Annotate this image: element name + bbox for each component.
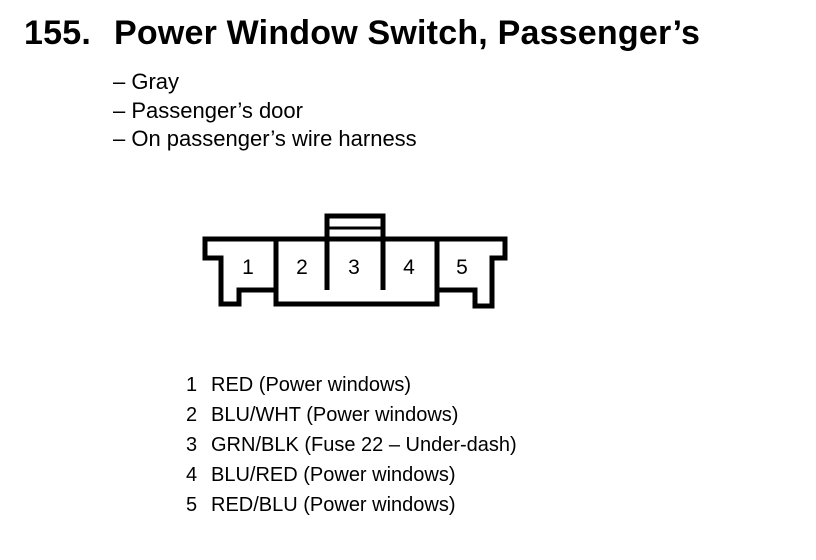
component-number: 155. [24, 14, 91, 52]
pin-description: BLU/RED (Power windows) [211, 464, 456, 486]
pin-number: 4 [186, 464, 198, 486]
pin-number: 2 [186, 404, 198, 426]
pin-description: RED (Power windows) [211, 374, 412, 396]
pinout-list: 1 RED (Power windows) 2 BLU/WHT (Power win… [186, 370, 517, 520]
pin-row: 4 BLU/RED (Power windows) [186, 460, 517, 490]
pin-row: 5 RED/BLU (Power windows) [186, 490, 517, 520]
connector-housing [202, 236, 508, 309]
cavity-label-1: 1 [242, 256, 254, 279]
pin-description: BLU/WHT (Power windows) [211, 404, 459, 426]
connector-location: – Passenger’s door [113, 97, 303, 123]
connector-info: – Gray – Passenger’s door – On passenger… [113, 68, 417, 154]
connector-harness: – On passenger’s wire harness [113, 126, 417, 151]
cavity-label-5: 5 [456, 256, 468, 279]
cavity-label-2: 2 [296, 256, 308, 279]
pin-row: 1 RED (Power windows) [186, 370, 517, 400]
pin-row: 3 GRN/BLK (Fuse 22 – Under-dash) [186, 430, 517, 460]
pin-number: 3 [186, 434, 198, 456]
pin-description: GRN/BLK (Fuse 22 – Under-dash) [211, 434, 517, 456]
connector-color: – Gray [113, 69, 180, 94]
pin-row: 2 BLU/WHT (Power windows) [186, 400, 517, 430]
page-title: 155. Power Window Switch, Passenger’s [24, 14, 700, 53]
pin-number: 5 [186, 494, 198, 516]
cavity-label-4: 4 [403, 256, 415, 279]
component-name: Power Window Switch, Passenger’s [114, 14, 701, 52]
pin-number: 1 [186, 374, 198, 396]
cavity-label-3: 3 [348, 256, 360, 279]
pin-description: RED/BLU (Power windows) [211, 494, 456, 516]
